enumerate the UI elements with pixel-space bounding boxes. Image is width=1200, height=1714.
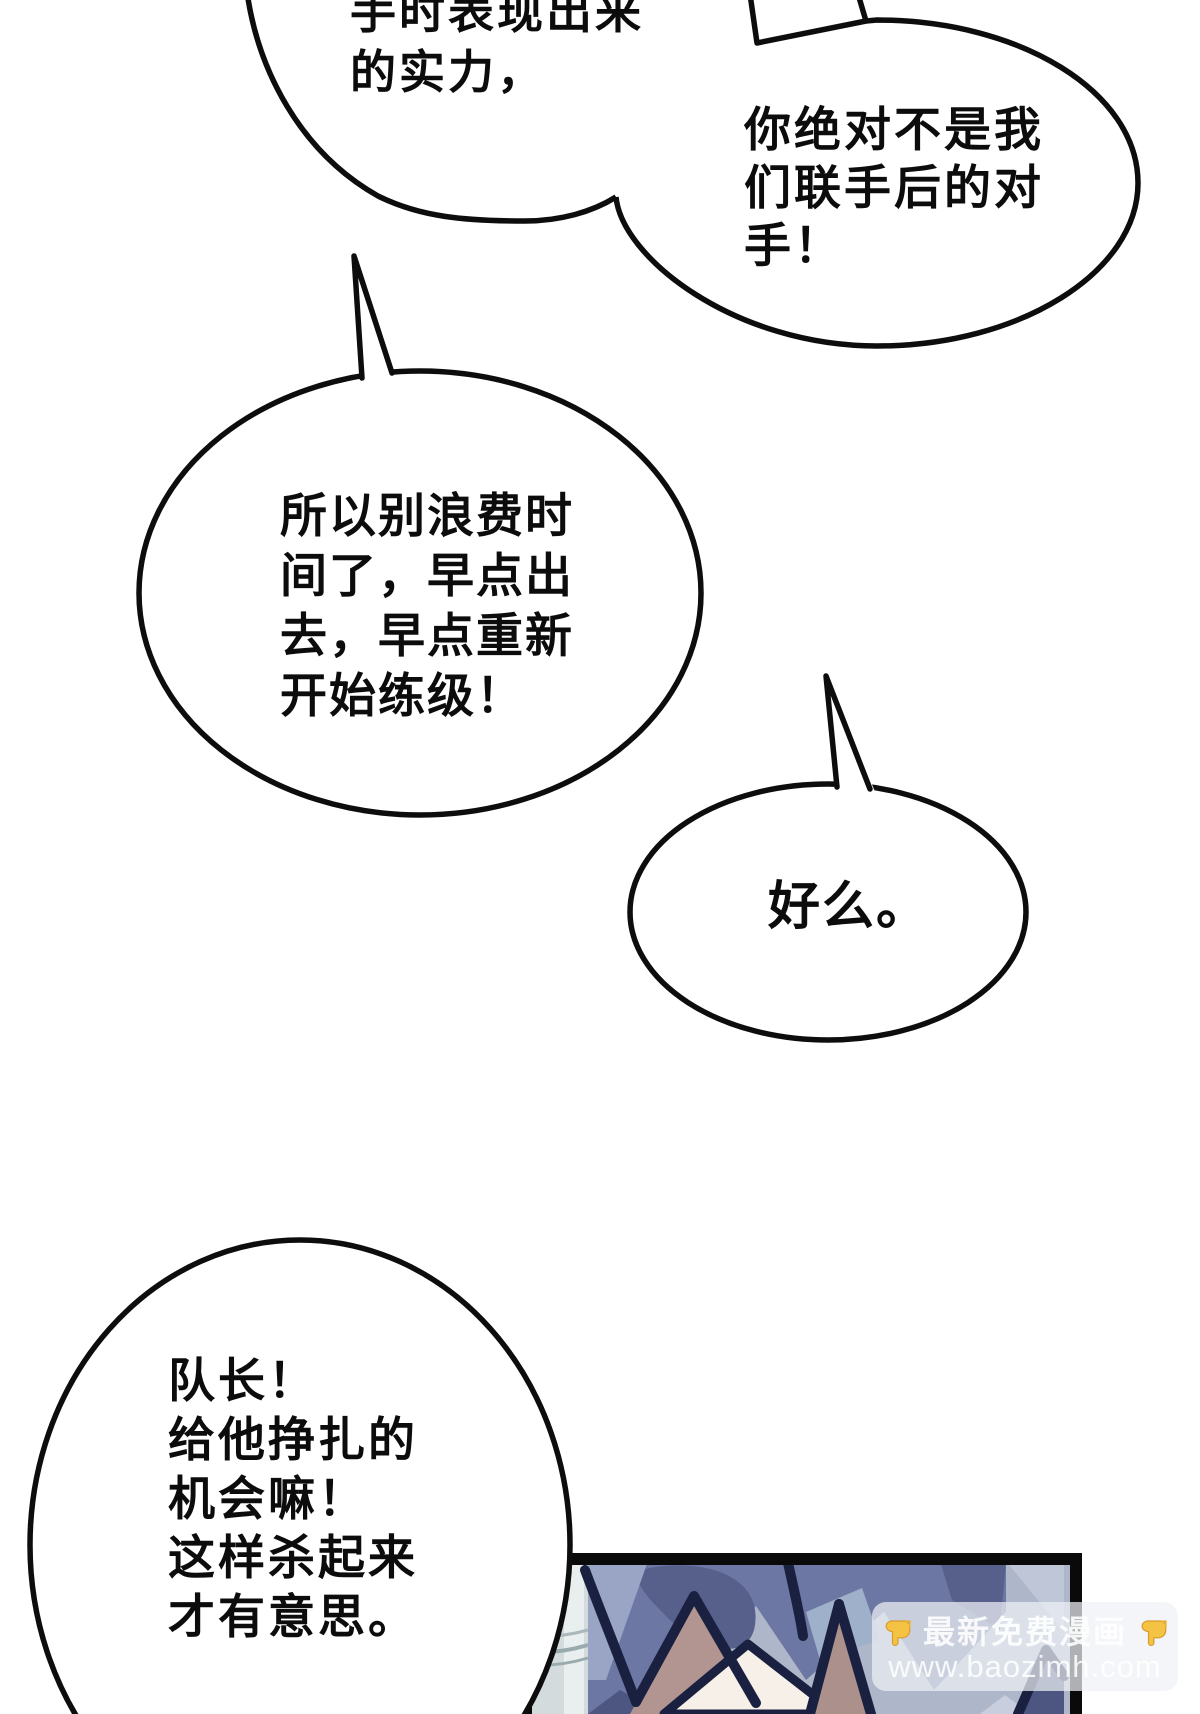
- dialogue-line: 队长！: [168, 1354, 318, 1407]
- speech-bubble-5-outline: [27, 1237, 573, 1714]
- speech-bubble-2-outline: [613, 0, 1141, 349]
- speech-bubble-4-text: 好么。: [768, 876, 930, 938]
- dialogue-line: 去，早点重新: [280, 609, 574, 662]
- watermark-title: 最新免费漫画: [922, 1614, 1127, 1650]
- speech-bubble-3-text: 所以别浪费时 间了，早点出 去，早点重新 开始练级！: [280, 486, 574, 726]
- dialogue-line: 机会嘛！: [168, 1472, 368, 1525]
- finger-down-icon: [885, 1620, 911, 1647]
- dialogue-line: 开始练级！: [280, 669, 525, 722]
- dialogue-line: 才有意思。: [168, 1590, 418, 1643]
- dialogue-line: 的实力，: [350, 46, 546, 98]
- watermark-url: www.baozimh.com: [888, 1649, 1162, 1684]
- watermark-title-row: 最新免费漫画: [879, 1609, 1171, 1651]
- speech-bubble-1-outline: [245, 0, 618, 224]
- finger-down-icon: [1141, 1620, 1167, 1647]
- dialogue-line: 间了，早点出: [280, 549, 574, 602]
- speech-bubble-4-tail: [823, 673, 873, 792]
- dialogue-line: 这样杀起来: [168, 1531, 418, 1584]
- dialogue-line: 手！: [744, 219, 844, 272]
- speech-bubble-3-tail: [351, 253, 395, 381]
- dialogue-line: 所以别浪费时: [280, 489, 574, 542]
- dialogue-line: 手时表现出来: [350, 0, 644, 38]
- speech-bubble-5-text: 队长！ 给他挣扎的 机会嘛！ 这样杀起来 才有意思。: [168, 1351, 418, 1646]
- speech-bubble-1-text: 手时表现出来 的实力，: [350, 0, 644, 102]
- speech-bubble-3-outline: [136, 253, 704, 818]
- dialogue-line: 你绝对不是我: [744, 103, 1044, 156]
- speech-bubble-4-outline: [627, 673, 1029, 1043]
- dialogue-line: 好么。: [768, 878, 931, 936]
- dialogue-line: 给他挣扎的: [168, 1413, 418, 1466]
- speech-bubble-2-tail: [748, 0, 869, 46]
- speech-bubble-2-text: 你绝对不是我 们联手后的对 手！: [744, 101, 1044, 275]
- dialogue-line: 们联手后的对: [744, 161, 1044, 214]
- watermark: 最新免费漫画 www.baozimh.com: [872, 1602, 1178, 1691]
